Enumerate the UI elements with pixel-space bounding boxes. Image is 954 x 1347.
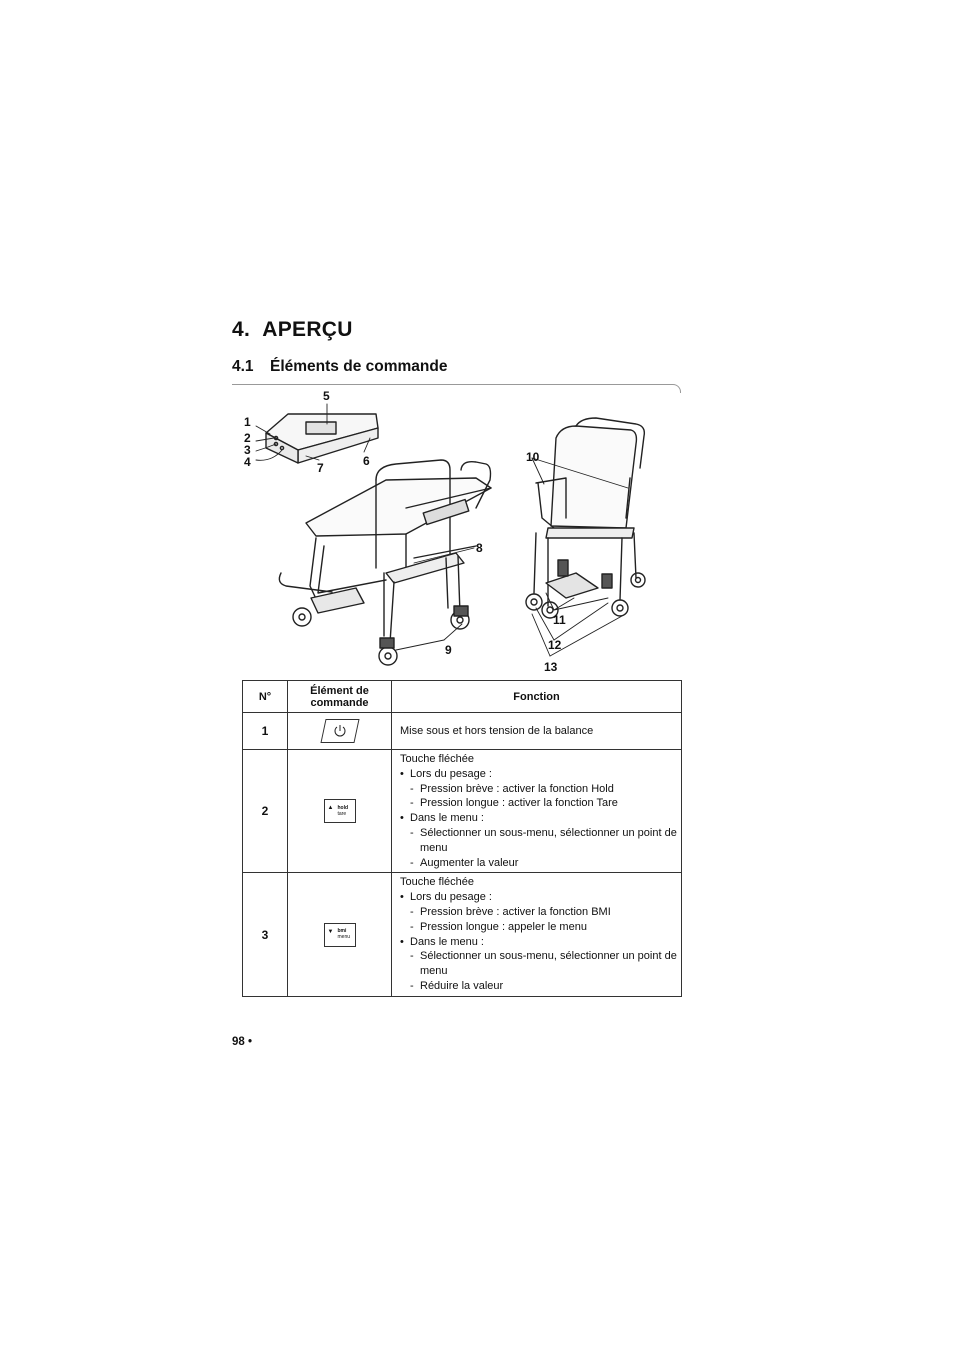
key-bottom-label: tare [337, 811, 347, 818]
key-top-label: bmi [337, 927, 347, 934]
label-2: 2 [244, 431, 251, 445]
chair-scale-illustration: 1 2 3 4 5 6 7 8 9 10 11 12 13 [244, 389, 646, 674]
display-unit-drawing [265, 413, 379, 464]
section-title: 4.1 Éléments de commande [232, 358, 447, 376]
table-row: 2 ▲ hold tare Touche fléchée Lors du pes… [242, 748, 682, 874]
chapter-number: 4. [232, 318, 251, 341]
chair-side-view-drawing [278, 459, 492, 666]
list-item: Sélectionner un sous-menu, sélectionner … [410, 826, 677, 856]
label-12: 12 [548, 638, 562, 652]
list-item: Dans le menu : Sélectionner un sous-menu… [400, 935, 677, 994]
bmi-menu-key-icon: ▼ bmi menu [323, 922, 356, 947]
label-4: 4 [244, 455, 251, 469]
illustration-labels: 1 2 3 4 5 6 7 8 9 10 11 12 13 [244, 389, 566, 674]
header-num: N° [242, 680, 288, 713]
hold-tare-key-icon: ▲ hold tare [323, 799, 356, 824]
label-8: 8 [476, 541, 483, 555]
key-bottom-label: menu [337, 933, 351, 940]
label-5: 5 [323, 389, 330, 403]
label-13: 13 [544, 660, 558, 674]
list-item: Augmenter la valeur [410, 856, 677, 871]
page-number: 98 • [232, 1036, 253, 1048]
header-element: Élément de commande [287, 680, 392, 713]
label-6: 6 [363, 454, 370, 468]
list-item: Pression brève : activer la fonction BMI [410, 905, 677, 920]
controls-table: N° Élément de commande Fonction 1 Mise s… [242, 680, 682, 997]
label-1: 1 [244, 415, 251, 429]
header-function: Fonction [391, 680, 682, 713]
chapter-title-text: APERÇU [262, 318, 353, 341]
power-key-icon [319, 719, 360, 743]
table-row: 1 Mise sous et hors tension de la balanc… [242, 712, 682, 750]
list-item: Pression brève : activer la fonction Hol… [410, 782, 677, 797]
section-number: 4.1 [232, 358, 254, 375]
list-item: Pression longue : appeler le menu [410, 920, 677, 935]
function-heading: Touche fléchée [400, 876, 474, 889]
list-item: Pression longue : activer la fonction Ta… [410, 796, 677, 811]
row-number: 1 [242, 712, 288, 750]
label-11: 11 [553, 613, 566, 627]
list-item: Lors du pesage : Pression brève : active… [400, 767, 677, 811]
row-function: Mise sous et hors tension de la balance [391, 712, 682, 750]
label-7: 7 [317, 461, 324, 475]
section-divider [232, 384, 681, 393]
row-function: Touche fléchée Lors du pesage : Pression… [391, 748, 682, 874]
label-10: 10 [526, 450, 540, 464]
row-function: Touche fléchée Lors du pesage : Pression… [391, 872, 682, 997]
list-item: Sélectionner un sous-menu, sélectionner … [410, 949, 677, 979]
table-row: 3 ▼ bmi menu Touche fléchée Lors du pesa… [242, 872, 682, 997]
label-3: 3 [244, 443, 251, 457]
row-number: 2 [242, 748, 288, 874]
list-item: Réduire la valeur [410, 979, 677, 994]
section-title-text: Éléments de commande [270, 358, 448, 375]
list-item: Lors du pesage : Pression brève : active… [400, 890, 677, 934]
label-9: 9 [445, 643, 452, 657]
chapter-title: 4. APERÇU [232, 318, 353, 342]
key-top-label: hold [337, 805, 349, 812]
row-number: 3 [242, 872, 288, 997]
table-header-row: N° Élément de commande Fonction [242, 680, 682, 713]
function-heading: Touche fléchée [400, 753, 474, 765]
chair-front-view-drawing [525, 417, 646, 619]
list-item: Dans le menu : Sélectionner un sous-menu… [400, 811, 677, 870]
